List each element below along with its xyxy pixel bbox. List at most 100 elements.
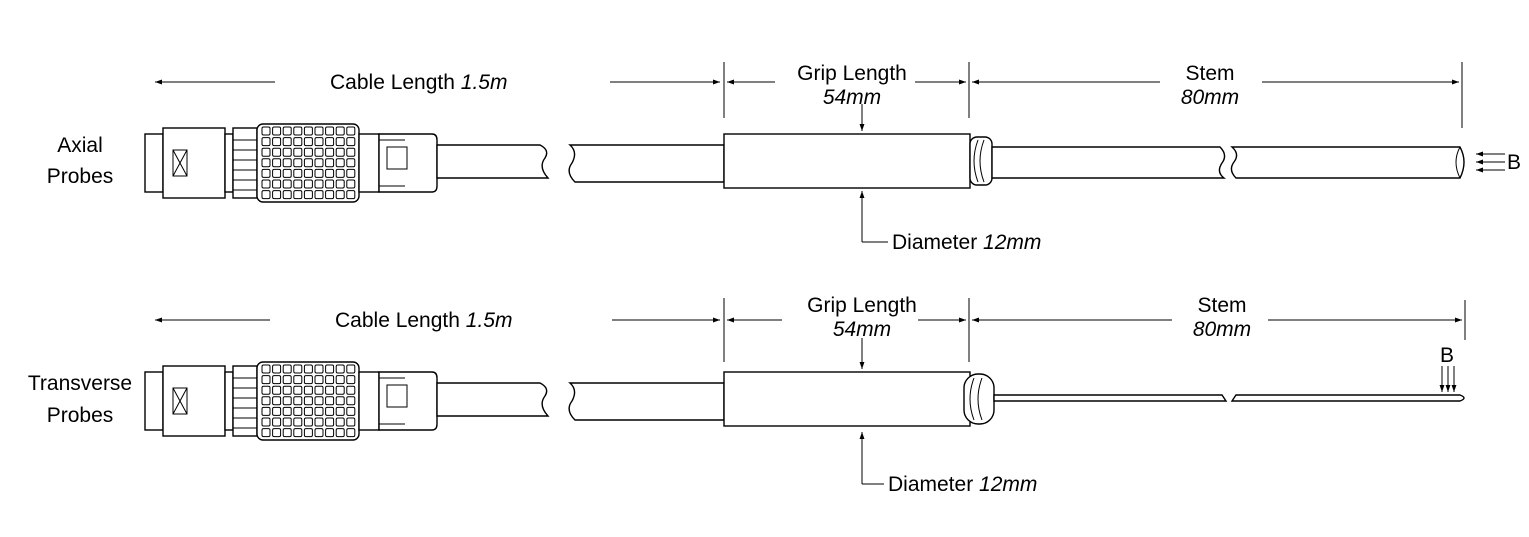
knurl-cell [335,158,345,168]
knurl-cell [293,428,303,438]
axial-grip-value: 54mm [823,86,881,109]
knurl-cell [303,126,313,136]
axial-stem-value: 80mm [1181,86,1239,109]
knurl-cell [335,385,345,395]
axial-cable-value: 1.5m [461,71,508,94]
knurl-cell [261,179,271,189]
knurl-cell [261,147,271,157]
transverse-grip-value: 54mm [833,318,891,341]
knurl-cell [272,375,282,385]
knurl-cell [325,375,335,385]
knurl-cell [282,168,292,178]
knurl-cell [314,168,324,178]
axial-grip-label: Grip Length [797,62,907,85]
knurl-cell [293,168,303,178]
knurl-cell [335,428,345,438]
knurl-cell [282,428,292,438]
knurl-cell [293,364,303,374]
transverse-stem-value: 80mm [1193,318,1251,341]
knurl-cell [293,396,303,406]
axial-cable-label: Cable Length [330,71,455,94]
knurl-cell [272,137,282,147]
knurl-cell [303,137,313,147]
knurl-cell [282,190,292,200]
knurl-cell [303,190,313,200]
knurl-cell [346,190,356,200]
transverse-field-direction: B [1439,344,1457,392]
knurl-cell [261,385,271,395]
axial-stem-dimension: Stem 80mm [972,62,1463,128]
knurl-cell [335,147,345,157]
transverse-stem-dimension: Stem 80mm [972,294,1466,341]
knurl-cell [272,126,282,136]
knurl-cell [272,417,282,427]
knurl-cell [346,126,356,136]
knurl-cell [293,406,303,416]
knurl-cell [282,417,292,427]
axial-label-line2: Probes [47,165,114,188]
knurl-cell [272,158,282,168]
knurl-cell [314,428,324,438]
knurl-cell [346,375,356,385]
transverse-diameter-label: Diameter [888,473,973,496]
knurl-cell [261,137,271,147]
knurl-cell [325,179,335,189]
axial-grip-dimension: Grip Length 54mm [723,62,970,118]
knurl-cell [303,396,313,406]
axial-stem [991,146,1465,179]
knurl-cell [303,364,313,374]
knurl-cell [346,158,356,168]
knurl-cell [325,406,335,416]
axial-diameter-value: 12mm [983,231,1041,254]
knurl-cell [303,406,313,416]
knurl-cell [272,364,282,374]
knurl-cell [261,158,271,168]
knurl-cell [293,190,303,200]
knurl-cell [335,406,345,416]
axial-diameter-dimension: Diameter 12mm [859,104,1041,254]
transverse-stem-label: Stem [1197,294,1246,317]
knurl-cell [325,168,335,178]
transverse-knurl-grid [261,364,356,438]
knurl-cell [335,179,345,189]
knurl-cell [335,126,345,136]
knurl-cell [261,364,271,374]
knurl-cell [282,385,292,395]
knurl-cell [261,126,271,136]
knurl-cell [325,147,335,157]
knurl-cell [282,406,292,416]
knurl-cell [325,137,335,147]
knurl-cell [335,137,345,147]
knurl-cell [335,364,345,374]
knurl-cell [293,126,303,136]
knurl-cell [293,137,303,147]
knurl-cell [335,396,345,406]
knurl-cell [346,137,356,147]
knurl-cell [314,396,324,406]
knurl-cell [293,158,303,168]
knurl-cell [303,147,313,157]
knurl-cell [335,168,345,178]
axial-diameter-label: Diameter [892,231,977,254]
knurl-cell [303,417,313,427]
axial-cable [436,144,725,183]
knurl-cell [282,158,292,168]
transverse-b-label: B [1440,344,1454,367]
knurl-cell [282,179,292,189]
knurl-cell [272,406,282,416]
knurl-cell [303,375,313,385]
knurl-cell [346,417,356,427]
knurl-cell [314,179,324,189]
knurl-cell [261,406,271,416]
knurl-cell [272,396,282,406]
axial-label-line1: Axial [57,134,103,157]
knurl-cell [346,364,356,374]
axial-b-label: B [1507,151,1521,174]
knurl-cell [346,396,356,406]
transverse-stem [993,394,1465,402]
knurl-cell [346,406,356,416]
knurl-cell [314,375,324,385]
transverse-label-line2: Probes [47,404,114,427]
knurl-cell [346,168,356,178]
knurl-cell [314,417,324,427]
